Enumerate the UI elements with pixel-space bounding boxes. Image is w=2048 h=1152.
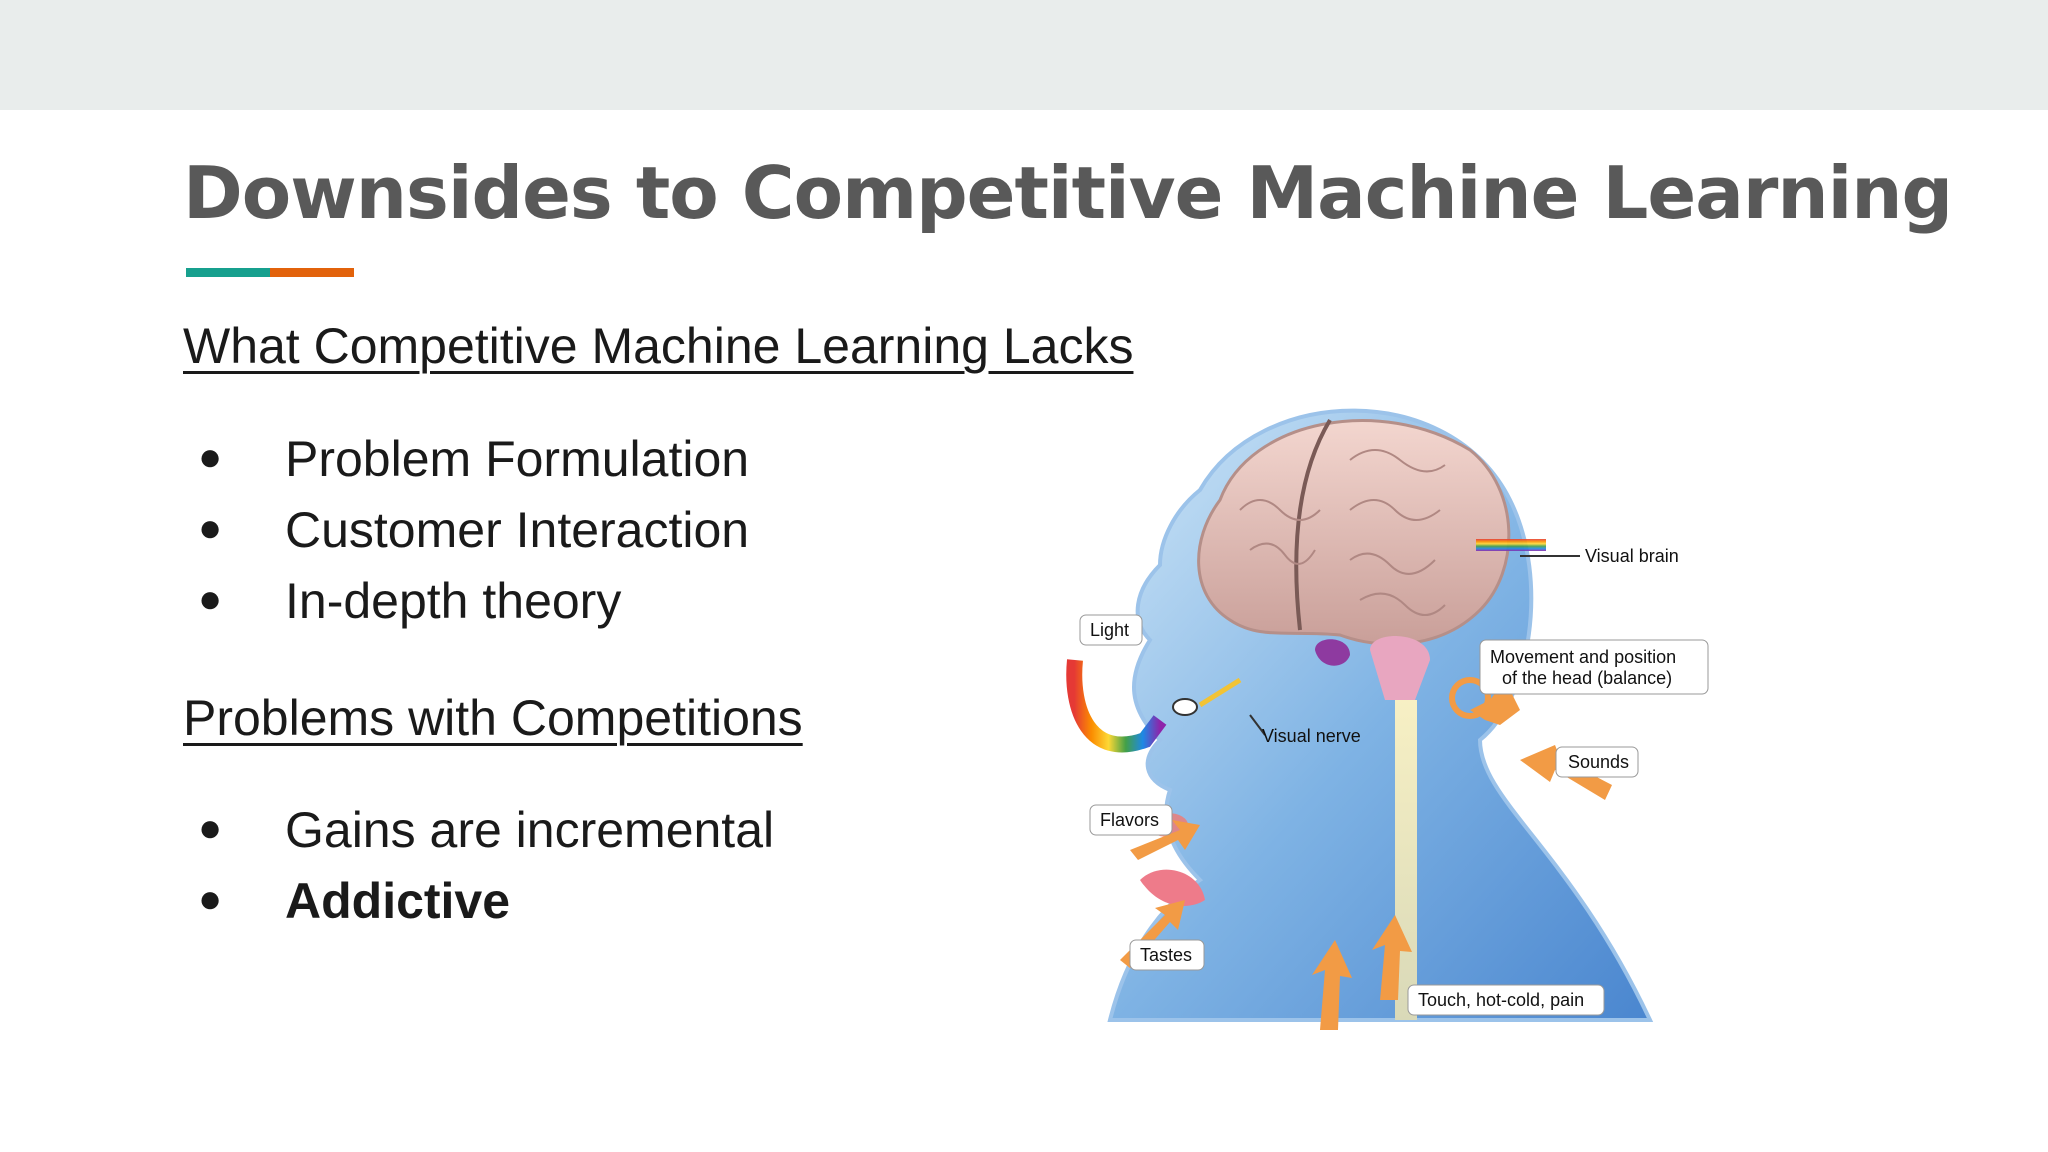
label-visual-nerve: Visual nerve	[1249, 714, 1361, 746]
balance-icon	[1449, 677, 1491, 719]
bullet-icon: ●	[198, 806, 223, 850]
list-item-text-bold: Addictive	[285, 873, 511, 929]
senses-head-diagram: Visual brain Light Movement and position…	[1066, 408, 1709, 1030]
brainstem	[1370, 636, 1430, 700]
cerebellum	[1315, 639, 1350, 666]
label-light: Light	[1079, 614, 1143, 646]
visual-nerve-line	[1198, 677, 1242, 708]
title-accent-teal	[186, 268, 270, 277]
label-text: Tastes	[1140, 945, 1192, 965]
label-text: of the head (balance)	[1502, 668, 1672, 688]
label-visual-brain: Visual brain	[1520, 546, 1679, 566]
brain-folds	[1239, 449, 1446, 616]
section-heading-lacks: What Competitive Machine Learning Lacks	[183, 318, 1134, 374]
bullet-icon: ●	[198, 435, 223, 479]
section-heading-problems: Problems with Competitions	[183, 690, 803, 746]
label-text: Sounds	[1568, 752, 1629, 772]
label-text: Touch, hot-cold, pain	[1418, 990, 1584, 1010]
label-text: Flavors	[1100, 810, 1159, 830]
slide-title: Downsides to Competitive Machine Learnin…	[183, 151, 1953, 235]
header-band	[0, 0, 2048, 110]
label-text: Visual brain	[1585, 546, 1679, 566]
label-sounds: Sounds	[1555, 746, 1639, 778]
label-text: Visual nerve	[1262, 726, 1361, 746]
label-text: Movement and position	[1490, 647, 1676, 667]
title-accent-orange	[270, 268, 354, 277]
label-tastes: Tastes	[1129, 939, 1205, 971]
label-touch: Touch, hot-cold, pain	[1407, 984, 1605, 1016]
list-item-text: Problem Formulation	[285, 431, 750, 487]
bullet-icon: ●	[198, 577, 223, 621]
brain-shape	[1197, 419, 1511, 646]
brain-fissure	[1294, 418, 1332, 631]
list-item-text: Gains are incremental	[285, 802, 775, 858]
label-flavors: Flavors	[1089, 804, 1173, 836]
label-balance: Movement and position of the head (balan…	[1479, 639, 1709, 695]
list-item-text: In-depth theory	[285, 573, 622, 629]
bullet-icon: ●	[198, 877, 223, 921]
list-item-text: Customer Interaction	[285, 502, 750, 558]
bullet-icon: ●	[198, 506, 223, 550]
visual-brain-spectrum	[1476, 539, 1546, 551]
label-text: Light	[1090, 620, 1129, 640]
light-rainbow-ray	[1066, 659, 1167, 753]
eye	[1172, 698, 1198, 716]
tongue	[1140, 869, 1205, 906]
